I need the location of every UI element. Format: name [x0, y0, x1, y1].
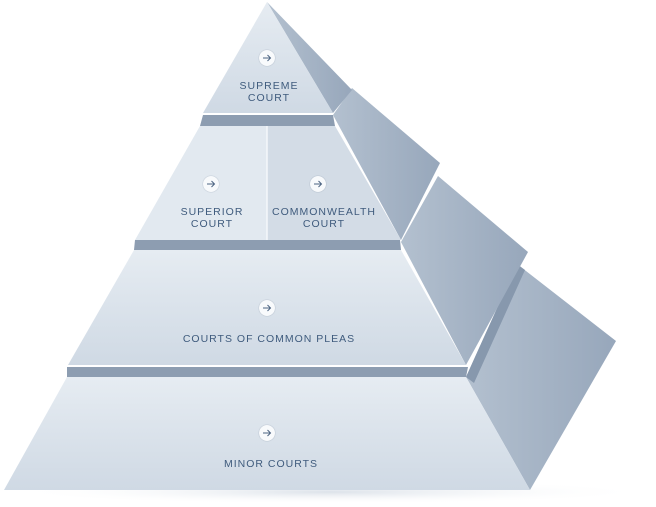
- commonwealth-court-label-line-1: COMMONWEALTH: [272, 206, 376, 218]
- tier-appellate-courts: [135, 88, 440, 240]
- common-pleas-ledge: [134, 240, 401, 250]
- minor-courts-side-face: [466, 264, 616, 490]
- arrow-right-icon: [263, 429, 272, 437]
- appellate-side-face: [333, 88, 440, 240]
- superior-court-arrow-button[interactable]: [203, 176, 219, 192]
- supreme-court-label[interactable]: SUPREME COURT: [240, 80, 299, 104]
- arrow-right-icon: [263, 54, 272, 62]
- supreme-court-label-line-2: COURT: [247, 92, 291, 104]
- minor-courts-label-line-1: MINOR COURTS: [223, 458, 319, 470]
- commonwealth-court-label[interactable]: COMMONWEALTH COURT: [272, 206, 376, 230]
- superior-court-label-line-1: SUPERIOR: [180, 206, 244, 218]
- superior-court-label-line-2: COURT: [190, 218, 234, 230]
- courts-of-common-pleas-label-line-1: COURTS OF COMMON PLEAS: [182, 333, 356, 345]
- minor-courts-label[interactable]: MINOR COURTS: [224, 458, 318, 470]
- supreme-court-arrow-button[interactable]: [259, 50, 275, 66]
- arrow-right-icon: [263, 304, 272, 312]
- appellate-ledge: [200, 115, 335, 126]
- minor-courts-side-ridge: [466, 264, 525, 383]
- tier-superior-court[interactable]: [135, 126, 267, 240]
- courts-of-common-pleas-label[interactable]: COURTS OF COMMON PLEAS: [183, 333, 355, 345]
- superior-court-label[interactable]: SUPERIOR COURT: [181, 206, 244, 230]
- commonwealth-court-label-line-2: COURT: [302, 218, 346, 230]
- arrow-right-icon: [314, 180, 323, 188]
- common-pleas-arrow-button[interactable]: [259, 300, 275, 316]
- arrow-right-icon: [207, 180, 216, 188]
- supreme-side-face: [267, 2, 352, 113]
- tier-commonwealth-court[interactable]: [267, 126, 401, 240]
- minor-courts-ledge: [67, 367, 468, 377]
- common-pleas-side-face: [401, 176, 528, 365]
- minor-courts-arrow-button[interactable]: [259, 425, 275, 441]
- supreme-court-label-line-1: SUPREME: [239, 80, 299, 92]
- commonwealth-court-arrow-button[interactable]: [310, 176, 326, 192]
